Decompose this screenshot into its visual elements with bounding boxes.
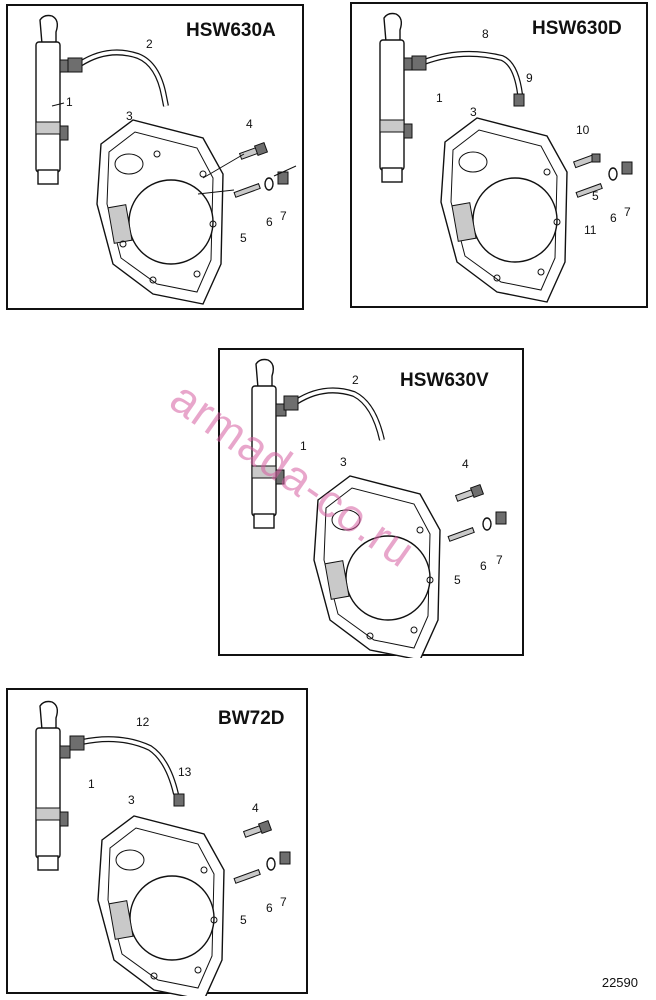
callout-washer: 6 xyxy=(266,215,273,229)
callout-hose: 8 xyxy=(482,27,489,41)
callout-hose: 12 xyxy=(136,715,150,729)
callout-exhaust: 1 xyxy=(300,439,307,453)
panel-hsw630v: HSW630V xyxy=(218,348,524,658)
exhaust-pipe xyxy=(35,700,71,871)
callout-bolt: 10 xyxy=(576,123,590,137)
exhaust-pipe xyxy=(35,14,71,185)
nut xyxy=(621,161,633,175)
stud xyxy=(447,527,475,542)
nut xyxy=(279,851,291,865)
hose xyxy=(69,735,179,795)
exhaust-pipe xyxy=(251,358,287,529)
callout-housing: 3 xyxy=(340,455,347,469)
parts-drawing: 1 2 3 4 5 6 7 xyxy=(251,358,507,658)
callout-fitting: 9 xyxy=(526,71,533,85)
parts-drawing: 1 12 13 3 4 5 6 7 xyxy=(35,700,291,996)
panel-title: BW72D xyxy=(218,708,285,729)
nut xyxy=(495,511,507,525)
callout-bolt: 4 xyxy=(462,457,469,471)
hose xyxy=(67,49,169,107)
callout-housing: 3 xyxy=(128,793,135,807)
bolt xyxy=(238,141,269,160)
callout-nut: 7 xyxy=(496,553,503,567)
callout-hose: 2 xyxy=(352,373,359,387)
stud xyxy=(233,869,261,884)
callout-nut: 7 xyxy=(280,895,287,909)
flywheel-housing xyxy=(96,119,224,305)
callout-housing: 3 xyxy=(470,105,477,119)
callout-washer: 6 xyxy=(610,211,617,225)
washer xyxy=(482,517,492,531)
flywheel-housing xyxy=(313,475,441,658)
bolt xyxy=(572,153,601,169)
callout-nut: 7 xyxy=(280,209,287,223)
flywheel-housing xyxy=(440,117,568,303)
callout-exhaust: 1 xyxy=(88,777,95,791)
panel-hsw630d: HSW630D xyxy=(350,2,648,308)
fitting xyxy=(173,793,185,807)
washer xyxy=(608,167,618,181)
panel-hsw630a: HSW630A xyxy=(6,4,304,310)
washer xyxy=(264,177,274,191)
callout-stud: 11 xyxy=(584,223,597,237)
callout-stud-2: 5 xyxy=(592,189,599,203)
parts-drawing: 1 8 9 3 10 11 5 6 7 xyxy=(379,12,633,303)
hose xyxy=(283,387,385,441)
callout-stud: 5 xyxy=(240,231,247,245)
callout-housing: 3 xyxy=(126,109,133,123)
bolt xyxy=(454,483,485,502)
flywheel-housing xyxy=(97,815,225,996)
panel-title: HSW630V xyxy=(400,370,489,391)
fitting xyxy=(513,93,525,107)
washer xyxy=(266,857,276,871)
callout-bolt: 4 xyxy=(252,801,259,815)
callout-bolt: 4 xyxy=(246,117,253,131)
hose xyxy=(411,50,523,95)
callout-hose: 2 xyxy=(146,37,153,51)
panel-title: HSW630A xyxy=(186,20,276,41)
exhaust-pipe xyxy=(379,12,415,183)
callout-nut: 7 xyxy=(624,205,631,219)
stud xyxy=(233,183,261,198)
stud xyxy=(575,183,603,198)
callout-washer: 6 xyxy=(266,901,273,915)
callout-stud: 5 xyxy=(454,573,461,587)
callout-exhaust: 1 xyxy=(66,95,73,109)
panel-title: HSW630D xyxy=(532,18,622,39)
figure-number: 22590 xyxy=(601,975,638,990)
panel-bw72d: BW72D xyxy=(6,688,308,996)
callout-stud: 5 xyxy=(240,913,247,927)
parts-drawing: 1 2 3 4 5 6 7 xyxy=(35,14,297,305)
bolt xyxy=(242,819,273,838)
callout-exhaust: 1 xyxy=(436,91,443,105)
callout-washer: 6 xyxy=(480,559,487,573)
callout-fitting: 13 xyxy=(178,765,192,779)
